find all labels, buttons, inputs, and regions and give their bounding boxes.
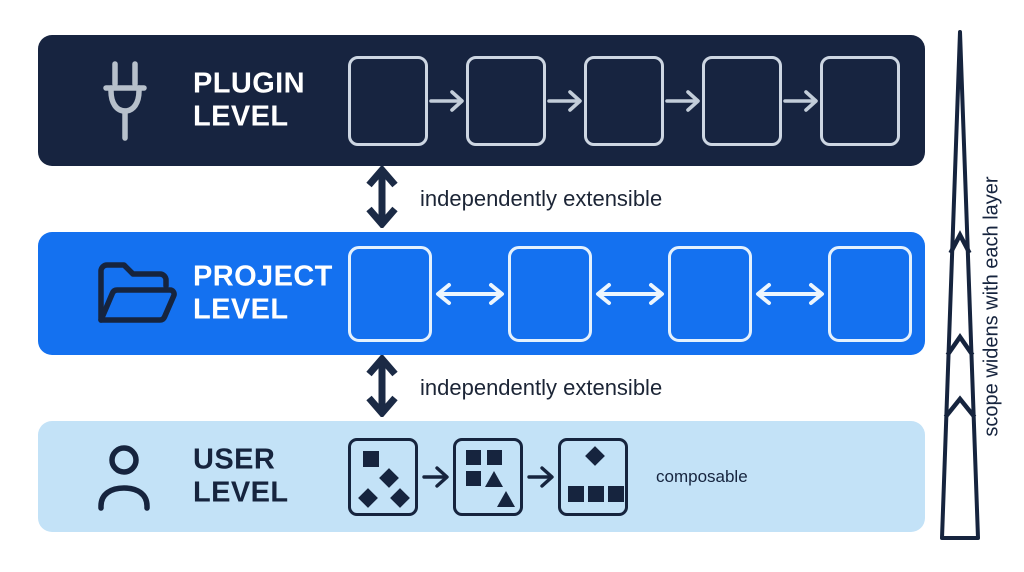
plugin-box (702, 55, 782, 146)
project-box (508, 245, 592, 342)
project-title-line1: PROJECT (193, 260, 333, 293)
triangle-shape (497, 488, 515, 507)
diamond-shape (390, 487, 410, 508)
plugin-level-band: PLUGIN LEVEL (38, 35, 925, 166)
square-shape (608, 485, 624, 502)
user-title-line2: LEVEL (193, 476, 289, 509)
square-shape (588, 485, 604, 502)
square-shape (487, 449, 502, 465)
double-arrow-icon (432, 280, 508, 308)
user-title-line1: USER (193, 443, 276, 476)
project-box-row (348, 232, 912, 355)
user-level-band: USER LEVEL composable (38, 421, 925, 532)
plugin-box (348, 55, 428, 146)
right-arrow-icon (664, 88, 702, 114)
user-level-title: USER LEVEL (193, 443, 288, 510)
user-card (453, 437, 523, 516)
project-box (348, 245, 432, 342)
diamond-shape (585, 445, 605, 466)
scope-needle-icon (934, 28, 986, 549)
connector-label: independently extensible (420, 375, 663, 400)
square-shape (466, 470, 481, 486)
plug-icon (94, 59, 156, 143)
project-box (668, 245, 752, 342)
scope-label: scope widens with each layer (980, 176, 1003, 437)
project-title-line2: LEVEL (193, 293, 289, 326)
plugin-level-title: PLUGIN LEVEL (193, 67, 305, 134)
right-arrow-icon (428, 88, 466, 114)
plugin-box-row (348, 35, 900, 166)
vertical-double-arrow-icon (364, 164, 400, 233)
person-icon (94, 443, 154, 511)
right-arrow-icon (418, 465, 453, 488)
connector-project-user: independently extensible (364, 353, 663, 422)
double-arrow-icon (752, 280, 828, 308)
diamond-shape (358, 487, 378, 508)
right-arrow-icon (546, 88, 584, 114)
square-shape (568, 485, 584, 502)
square-shape (363, 450, 379, 467)
right-arrow-icon (523, 465, 558, 488)
plugin-box (584, 55, 664, 146)
double-arrow-icon (592, 280, 668, 308)
project-level-band: PROJECT LEVEL (38, 232, 925, 355)
plugin-title-line2: LEVEL (193, 100, 289, 133)
connector-label: independently extensible (420, 186, 663, 211)
square-shape (466, 449, 481, 465)
user-card (348, 437, 418, 516)
right-arrow-icon (782, 88, 820, 114)
connector-plugin-project: independently extensible (364, 164, 663, 233)
diamond-shape (379, 467, 399, 488)
plugin-box (466, 55, 546, 146)
user-card (558, 437, 628, 516)
vertical-double-arrow-icon (364, 353, 400, 422)
folder-icon (94, 258, 180, 330)
plugin-box (820, 55, 900, 146)
user-card-row: composable (348, 421, 748, 532)
plugin-title-line1: PLUGIN (193, 67, 305, 100)
project-level-title: PROJECT LEVEL (193, 260, 333, 327)
triangle-shape (485, 468, 503, 487)
project-box (828, 245, 912, 342)
composable-caption: composable (656, 466, 748, 486)
